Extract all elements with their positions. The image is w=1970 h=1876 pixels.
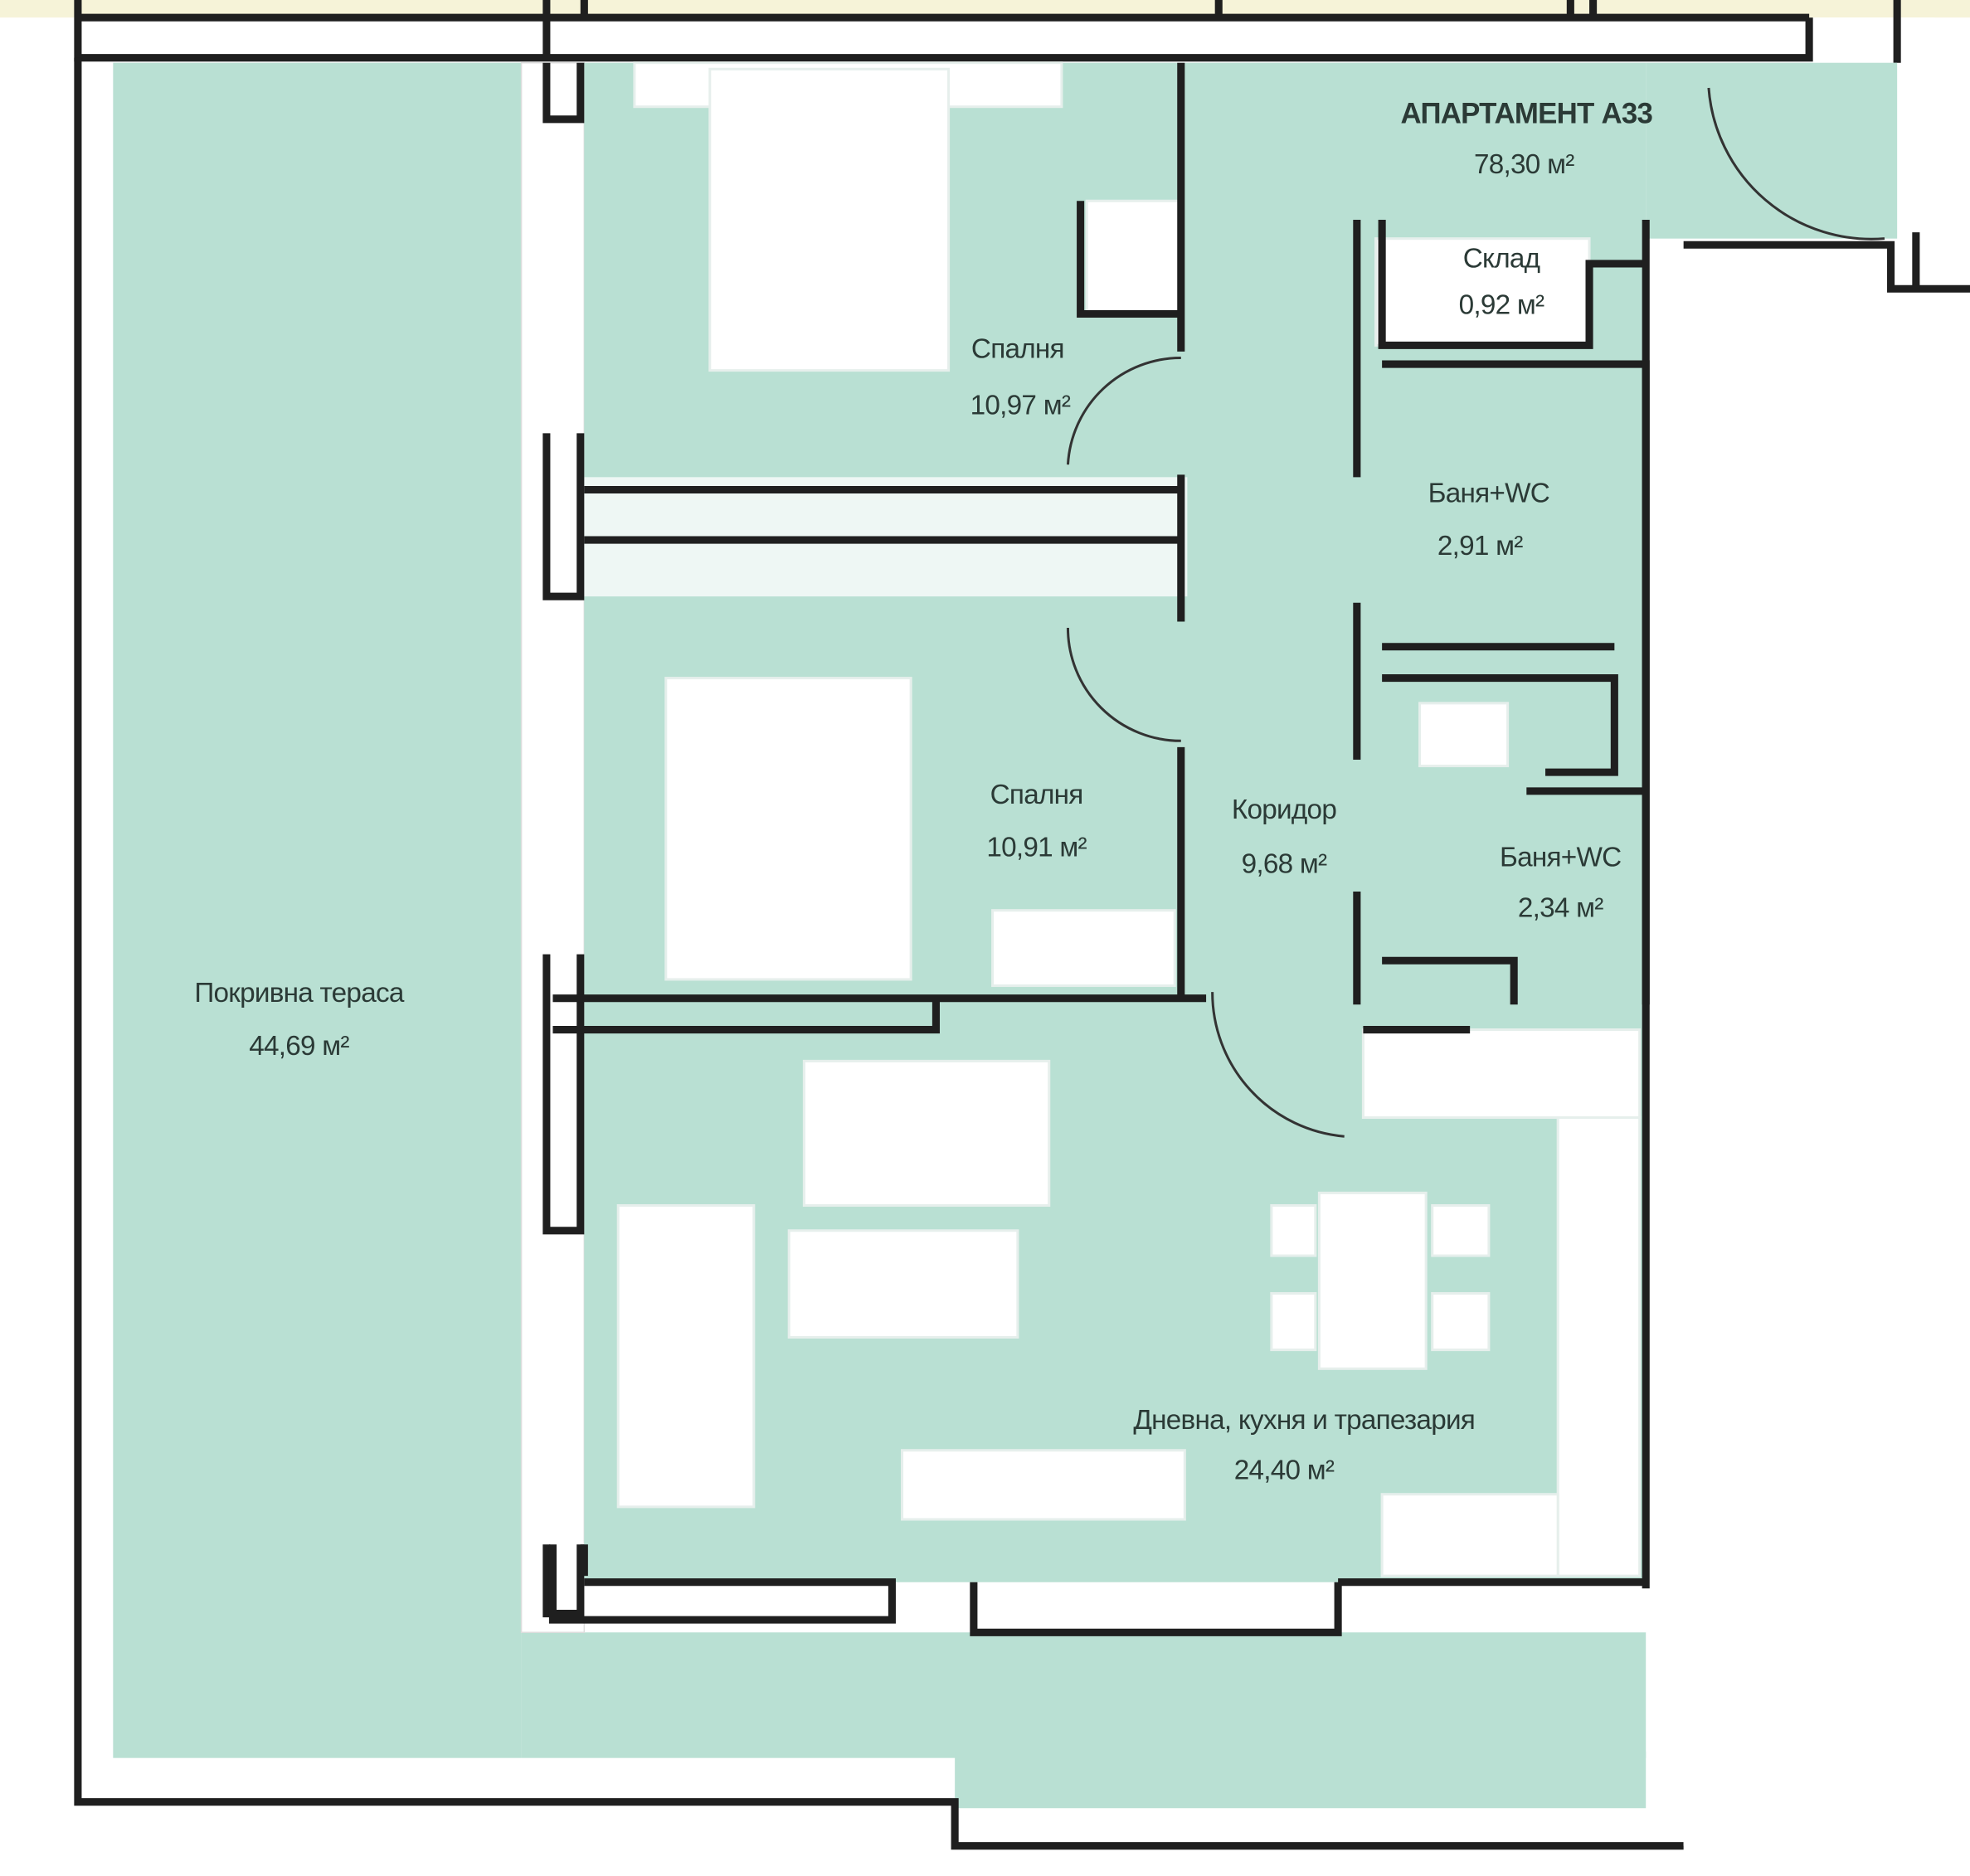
kitchen-counter bbox=[1556, 1115, 1642, 1577]
bedroom-2-name: Спалня bbox=[990, 780, 1083, 810]
room-labels: АПАРТАМЕНТ А33 78,30 м² Склад 0,92 м² Сп… bbox=[194, 97, 1653, 1486]
living-area: 24,40 м² bbox=[1234, 1456, 1335, 1486]
top-strip bbox=[0, 0, 1970, 63]
storage-area: 0,92 м² bbox=[1459, 290, 1544, 321]
living-name: Дневна, кухня и трапезария bbox=[1133, 1405, 1475, 1436]
bedroom-2-area: 10,91 м² bbox=[986, 833, 1087, 863]
bathroom-2-name: Баня+WC bbox=[1500, 843, 1621, 873]
dining-table bbox=[1317, 1191, 1428, 1370]
sofa bbox=[802, 1059, 1051, 1208]
coffee-table bbox=[787, 1229, 1019, 1339]
corridor-area: 9,68 м² bbox=[1242, 848, 1327, 879]
bathroom-1-area: 2,91 м² bbox=[1437, 531, 1523, 561]
apartment-area: 78,30 м² bbox=[1474, 149, 1574, 180]
terrace-name: Покривна тераса bbox=[194, 978, 405, 1008]
furniture bbox=[584, 61, 1642, 1577]
terrace-area bbox=[74, 57, 1684, 1850]
bathroom-2-area: 2,34 м² bbox=[1518, 892, 1603, 923]
bedroom-1-area: 10,97 м² bbox=[970, 391, 1071, 421]
tv-unit bbox=[901, 1449, 1186, 1521]
bed-1 bbox=[708, 67, 951, 372]
terrace-area: 44,69 м² bbox=[249, 1031, 349, 1062]
apartment-title: АПАРТАМЕНТ А33 bbox=[1401, 97, 1653, 129]
walls bbox=[542, 62, 1970, 1636]
sofa-2 bbox=[616, 1203, 756, 1509]
bathroom-1-name: Баня+WC bbox=[1428, 479, 1549, 509]
bedroom-1-name: Спалня bbox=[971, 334, 1064, 365]
corridor-name: Коридор bbox=[1232, 795, 1336, 825]
storage-name: Склад bbox=[1463, 243, 1540, 274]
bed-2 bbox=[664, 677, 912, 981]
storage-room bbox=[1374, 237, 1591, 347]
